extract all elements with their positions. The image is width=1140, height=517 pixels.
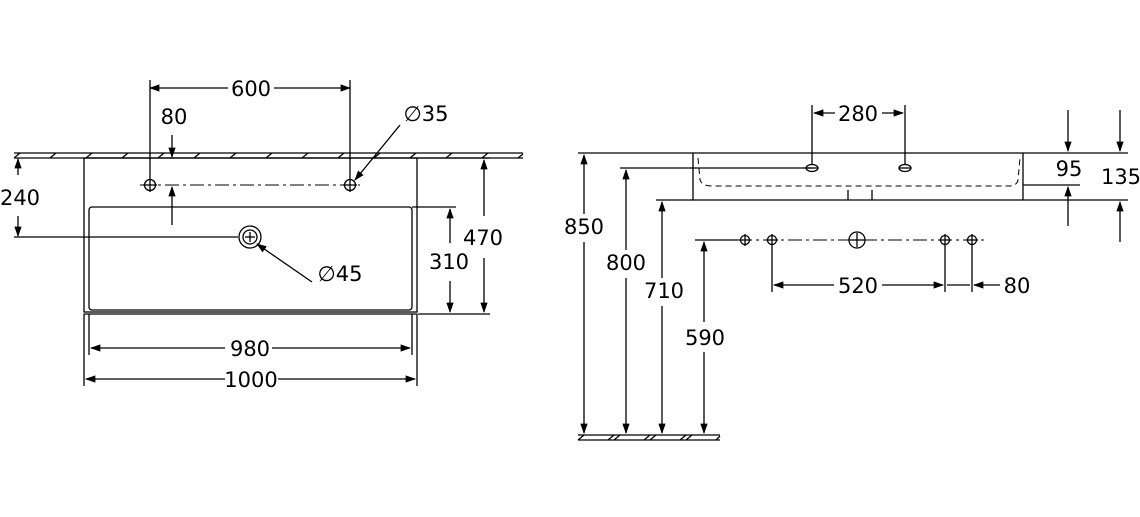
- label-top-d35: ∅35: [403, 102, 448, 126]
- side-view-labels: 280 95 135 850 800 710 590 520 80: [564, 102, 1140, 350]
- label-side-520: 520: [838, 274, 878, 298]
- label-top-80: 80: [161, 105, 188, 129]
- label-top-470: 470: [463, 226, 503, 250]
- label-top-310: 310: [429, 250, 469, 274]
- tap-hole-side-right: [898, 163, 912, 173]
- basin-bowl: [88, 206, 413, 311]
- label-side-590: 590: [685, 326, 725, 350]
- side-view: [577, 105, 1128, 441]
- wall-hatch-top: [13, 152, 524, 159]
- label-top-980: 980: [230, 337, 270, 361]
- tap-hole-left: [143, 178, 157, 192]
- waste-outlet: [848, 231, 866, 249]
- basin-side-profile: [692, 153, 1024, 201]
- bracket-hole-4: [966, 234, 978, 246]
- label-side-710: 710: [644, 279, 684, 303]
- drain: [238, 225, 262, 249]
- bracket-hole-1: [739, 234, 751, 246]
- top-view: [13, 80, 524, 386]
- label-side-80: 80: [1004, 274, 1031, 298]
- label-side-280: 280: [838, 102, 878, 126]
- label-top-240: 240: [0, 186, 40, 210]
- bracket-hole-2: [766, 234, 778, 246]
- label-top-1000: 1000: [224, 368, 277, 392]
- label-side-95: 95: [1056, 157, 1083, 181]
- basin-inner-dashed: [697, 157, 1021, 187]
- label-side-800: 800: [606, 251, 646, 275]
- bracket-hole-3: [939, 234, 951, 246]
- label-side-135: 135: [1101, 165, 1140, 189]
- tap-hole-right: [343, 178, 357, 192]
- label-top-600: 600: [231, 77, 271, 101]
- label-top-d45: ∅45: [317, 262, 362, 286]
- floor-hatch: [577, 434, 721, 441]
- basin-outline: [83, 157, 418, 313]
- label-side-850: 850: [564, 215, 604, 239]
- top-view-labels: 600 80 ∅35 240 ∅45 310 470 980 1000: [0, 77, 503, 392]
